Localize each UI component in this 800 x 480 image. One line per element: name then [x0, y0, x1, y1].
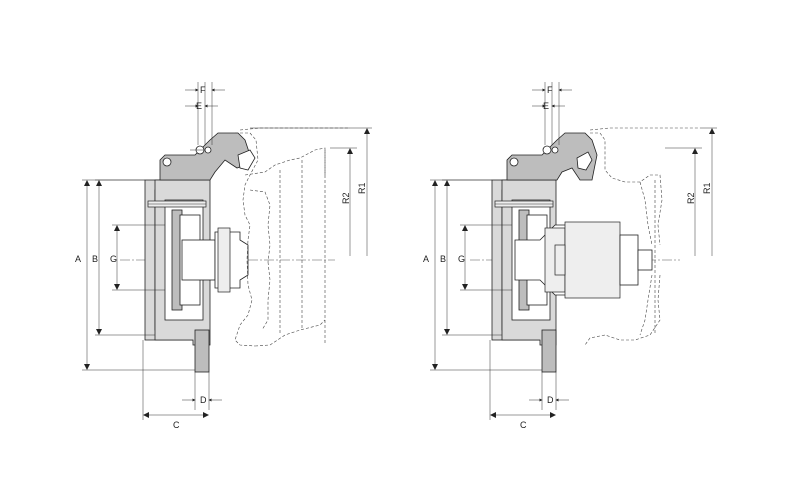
right-diagram: F E A B G R2 R1 D: [423, 82, 717, 430]
dim-label-F: F: [200, 85, 206, 95]
dim-label-E: E: [543, 101, 549, 111]
dim-label-A: A: [75, 254, 81, 264]
dim-label-B: B: [92, 254, 98, 264]
dim-label-C: C: [520, 420, 527, 430]
dim-label-E: E: [196, 101, 202, 111]
dim-label-D: D: [200, 395, 207, 405]
dim-label-F: F: [547, 85, 553, 95]
dim-label-R2: R2: [686, 192, 696, 204]
dim-label-A: A: [423, 254, 429, 264]
dim-label-R1: R1: [702, 182, 712, 194]
dim-label-R1: R1: [357, 182, 367, 194]
dim-label-C: C: [173, 420, 180, 430]
left-diagram: F E A B G R2 R1 D: [75, 82, 372, 430]
dim-label-R2: R2: [341, 192, 351, 204]
dim-label-G: G: [110, 254, 117, 264]
dim-label-D: D: [547, 395, 554, 405]
dim-label-G: G: [458, 254, 465, 264]
dim-label-B: B: [440, 254, 446, 264]
